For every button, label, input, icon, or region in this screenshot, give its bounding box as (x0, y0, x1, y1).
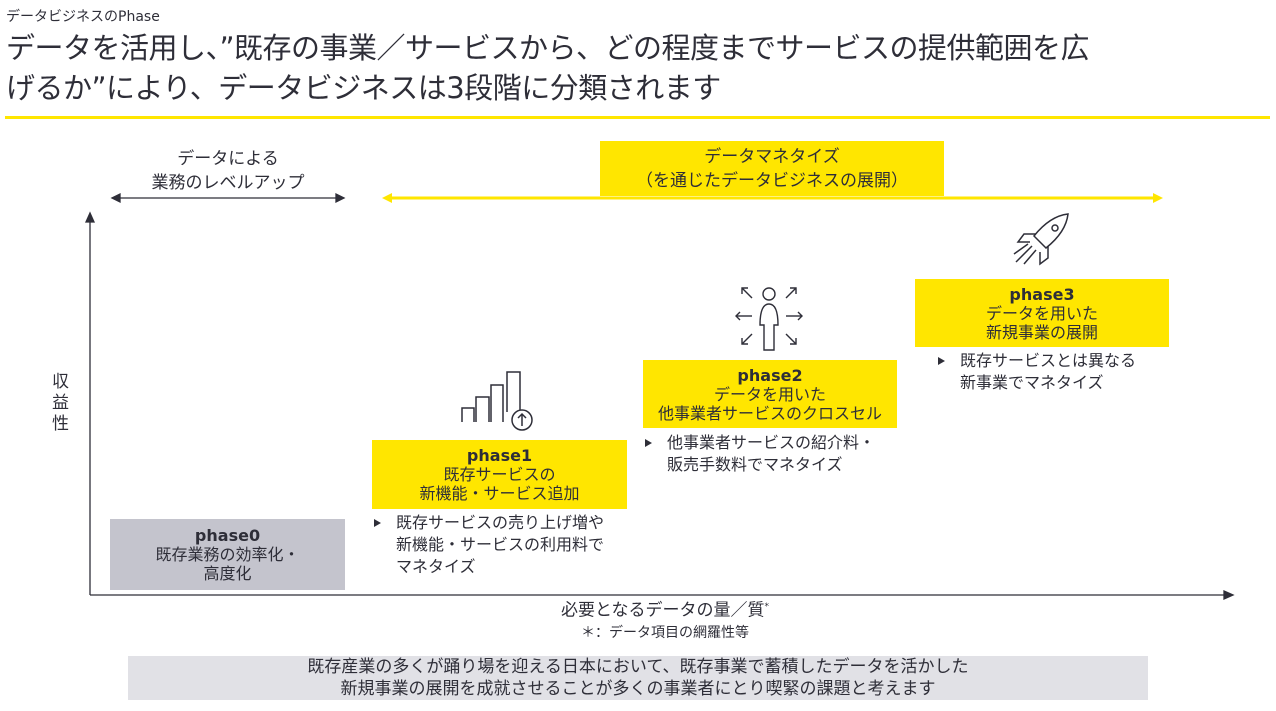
phase0-line-2: 高度化 (203, 564, 252, 583)
phase2-bullet: 他事業者サービスの紹介料・ 販売手数料でマネタイズ (643, 432, 875, 476)
phase1-line-1: 既存サービスの (443, 465, 556, 484)
phase2-bullet-line: 販売手数料でマネタイズ (667, 455, 843, 474)
conclusion-line-2: 新規事業の展開を成就させることが多くの事業者にとり喫緊の課題と考えます (340, 679, 936, 699)
bar-chart-growth-icon (461, 371, 533, 431)
phase3-title: phase3 (1009, 284, 1075, 304)
phase1-bullet-line: 既存サービスの売り上げ増や (396, 513, 605, 532)
page-subtitle: データビジネスのPhase (6, 9, 160, 25)
data-monetize-label: データマネタイズ （を通じたデータビジネスの展開） (600, 141, 944, 196)
x-axis-footnote: ＊：データ項目の網羅性等 (581, 625, 749, 641)
left-range-arrow (110, 192, 346, 204)
x-axis-label: 必要となるデータの量／質* (440, 596, 890, 622)
y-axis (84, 211, 96, 595)
conclusion-line-1: 既存産業の多くが踊り場を迎える日本において、既存事業で蓄積したデータを活かした (307, 657, 969, 677)
x-axis-label-text: 必要となるデータの量／質 (561, 600, 765, 621)
phase0-box: phase0 既存業務の効率化・ 高度化 (110, 519, 345, 590)
phase3-line-2: 新規事業の展開 (985, 322, 1098, 342)
phase3-bullet-line: 新事業でマネタイズ (960, 373, 1104, 392)
phase2-line-1: データを用いた (713, 384, 826, 404)
phase1-line-2: 新機能・サービス追加 (419, 484, 580, 503)
phase2-bullet-line: 他事業者サービスの紹介料・ (667, 433, 876, 452)
conclusion-banner: 既存産業の多くが踊り場を迎える日本において、既存事業で蓄積したデータを活かした … (128, 656, 1148, 700)
phase1-bullet-line: マネタイズ (396, 557, 476, 576)
phase1-box: phase1 既存サービスの 新機能・サービス追加 (372, 440, 627, 509)
phase3-line-1: データを用いた (985, 303, 1098, 323)
title-line-1: データを活用し、”既存の事業／サービスから、どの程度までサービスの提供範囲を広 (6, 31, 1090, 65)
phase1-bullet-line: 新機能・サービスの利用料で (396, 535, 605, 554)
business-levelup-line-1: データによる (177, 149, 279, 169)
business-levelup-line-2: 業務のレベルアップ (151, 173, 305, 193)
phase1-bullet: 既存サービスの売り上げ増や 新機能・サービスの利用料で マネタイズ (372, 512, 604, 578)
monetize-range-arrow (382, 193, 1163, 203)
person-network-icon (735, 287, 803, 351)
page-title: データを活用し、”既存の事業／サービスから、どの程度までサービスの提供範囲を広げ… (6, 28, 1276, 108)
title-line-2: げるか”により、データビジネスは3段階に分類されます (6, 71, 721, 105)
phase0-title: phase0 (194, 526, 261, 545)
phase2-line-2: 他事業者サービスのクロスセル (657, 403, 882, 423)
x-axis-footnote-mark: * (764, 602, 770, 612)
phase2-box: phase2 データを用いた 他事業者サービスのクロスセル (643, 360, 897, 428)
business-levelup-label: データによる業務のレベルアップ (110, 147, 346, 195)
phase3-box: phase3 データを用いた 新規事業の展開 (915, 279, 1169, 347)
title-divider (5, 116, 1270, 119)
phase3-bullet-line: 既存サービスとは異なる (960, 351, 1137, 370)
phase0-line-1: 既存業務の効率化・ (155, 545, 300, 564)
phase3-bullet: 既存サービスとは異なる 新事業でマネタイズ (936, 350, 1136, 394)
phase2-title: phase2 (737, 365, 803, 385)
x-axis (90, 589, 1235, 601)
y-axis-label: 収益性 (52, 372, 69, 434)
rocket-icon (1013, 213, 1069, 266)
phase1-title: phase1 (466, 446, 533, 465)
data-monetize-line-1: データマネタイズ (704, 146, 840, 167)
data-monetize-line-2: （を通じたデータビジネスの展開） (636, 170, 908, 191)
